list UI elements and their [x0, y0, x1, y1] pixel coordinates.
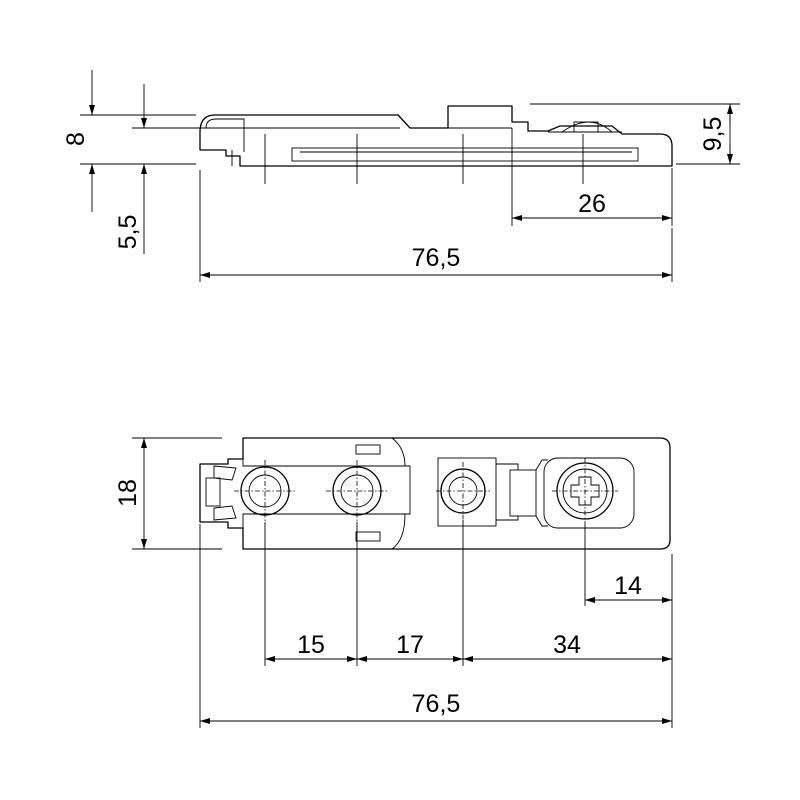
- hole-1: [234, 460, 296, 522]
- screw-head-cross: [552, 458, 618, 524]
- label-17: 17: [396, 631, 424, 659]
- hole-2: [326, 460, 388, 522]
- dim-length-14: 14: [584, 524, 673, 606]
- label-5-5: 5,5: [114, 215, 142, 250]
- label-26: 26: [578, 190, 606, 218]
- side-view-outline: [199, 105, 673, 167]
- dim-length-76-5-side: 76,5: [199, 170, 673, 282]
- label-76-5-top: 76,5: [412, 690, 461, 718]
- top-view-outline: [199, 437, 671, 550]
- side-view: 8 5,5 9,5 26 7: [62, 70, 740, 282]
- label-8: 8: [62, 132, 90, 146]
- dim-height-5-5: 5,5: [114, 84, 400, 254]
- dim-length-76-5-top: 76,5: [199, 524, 673, 728]
- top-view: 18 14 15 17 34 76,5: [114, 437, 673, 728]
- label-34: 34: [553, 631, 581, 659]
- label-76-5-side: 76,5: [412, 244, 461, 272]
- dim-width-18: 18: [114, 437, 222, 550]
- dim-length-26: 26: [511, 128, 673, 226]
- label-18: 18: [114, 479, 142, 507]
- label-14: 14: [614, 572, 642, 600]
- dim-height-8: 8: [62, 70, 196, 212]
- label-15: 15: [297, 631, 325, 659]
- dim-height-9-5: 9,5: [530, 103, 740, 165]
- label-9-5: 9,5: [699, 117, 727, 152]
- side-view-centerlines: [264, 134, 584, 184]
- hole-3: [436, 462, 490, 520]
- dim-chain: 15 17 34: [264, 520, 673, 666]
